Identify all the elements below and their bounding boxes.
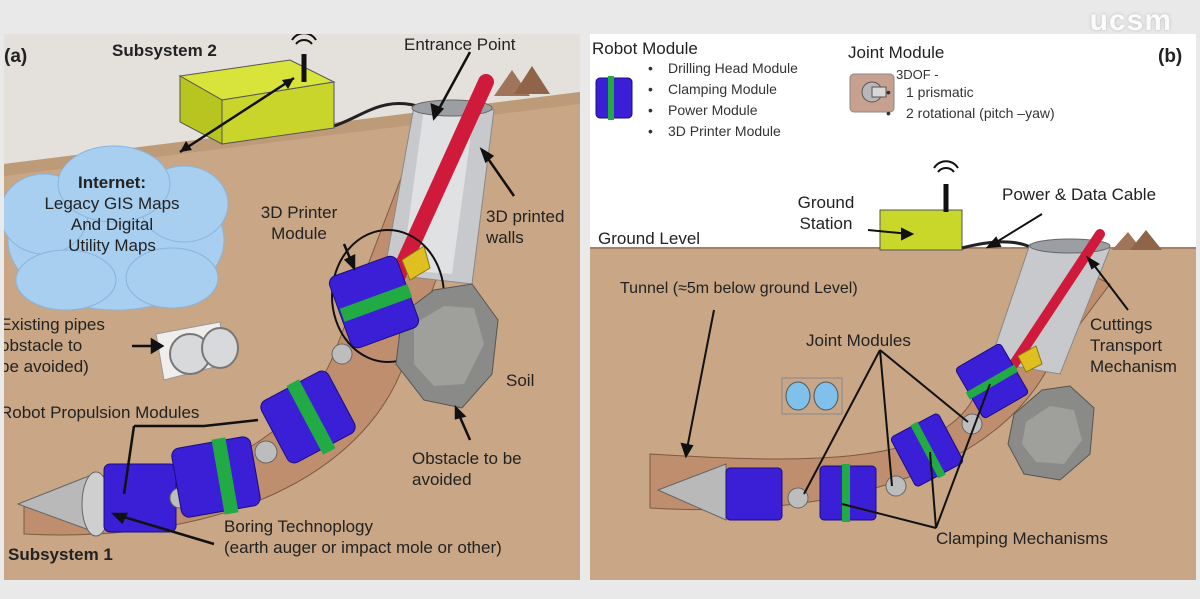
red-pipe-icon (388, 74, 494, 288)
subsystem2-label: Subsystem 2 (112, 41, 217, 60)
robot-module-item: Power Module (642, 100, 798, 121)
ground-station-icon (879, 209, 963, 251)
ground-level-label: Ground Level (598, 229, 701, 248)
robot-module-item: Drilling Head Module (642, 58, 798, 79)
printer-module-label: 3D Printer Module (244, 202, 354, 244)
watermark-logo: ucsm (1089, 4, 1172, 37)
existing-pipes-label: Existing pipes obstacle to be avoided) (4, 314, 105, 377)
subsystem1-label: Subsystem 1 (8, 545, 113, 564)
obstacle-line-2: avoided (412, 470, 472, 489)
robot-module-title: Robot Module (592, 39, 698, 58)
panel-a-illustration (4, 34, 580, 546)
subsystem2-box-icon (178, 59, 336, 145)
existing-pipes-icon (781, 377, 843, 415)
panel-a: (a) Subsystem 2 Entrance Point Internet:… (4, 34, 580, 580)
ground-station-line-1: Ground (797, 193, 855, 212)
cuttings-label: Cuttings Transport Mechanism (1090, 314, 1177, 377)
internet-line-2: And Digital (70, 215, 154, 234)
cuttings-line-1: Cuttings (1090, 315, 1153, 334)
soil-label: Soil (506, 371, 535, 390)
clamping-mechanisms-label: Clamping Mechanisms (936, 529, 1108, 548)
power-cable-label: Power & Data Cable (1002, 185, 1157, 204)
ground-station-label: Ground Station (786, 192, 866, 234)
existing-pipes-icon (155, 321, 239, 381)
existing-pipes-line-1: Existing pipes (4, 315, 105, 334)
cloud-icon (4, 145, 229, 311)
entrance-point-label: Entrance Point (404, 35, 516, 54)
rock-obstacle-icon (395, 283, 499, 409)
robot-module-list: Drilling Head Module Clamping Module Pow… (642, 58, 798, 142)
obstacle-label: Obstacle to be avoided (412, 448, 522, 490)
joint-module-list: 1 prismatic 2 rotational (pitch –yaw) (880, 82, 1055, 124)
panel-b-illustration (590, 73, 1196, 580)
boring-line-1: Boring Technoplogy (224, 517, 374, 536)
robot-module-legend-icon (595, 76, 633, 120)
robot-modules-icon (656, 343, 1029, 522)
robot-module-item: Clamping Module (642, 79, 798, 100)
panel-a-tag: (a) (4, 46, 28, 67)
internet-line-3: Utility Maps (68, 236, 156, 255)
printed-walls-line-1: 3D printed (486, 207, 565, 226)
joint-module-title: Joint Module (848, 43, 945, 62)
internet-label: Internet: Legacy GIS Maps And Digital Ut… (26, 172, 198, 256)
propulsion-modules-label: Robot Propulsion Modules (4, 403, 200, 422)
tunnel-label: Tunnel (≈5m below ground Level) (620, 280, 858, 297)
printer-module-line-2: Module (271, 224, 327, 243)
panel-b-tag: (b) (1158, 46, 1183, 67)
internet-heading: Internet: (78, 173, 146, 192)
cuttings-line-3: Mechanism (1090, 357, 1177, 376)
panel-b: (b) Robot Module Drilling Head Module Cl… (590, 34, 1196, 580)
annotation-arrows (110, 51, 516, 546)
joint-module-item: 2 rotational (pitch –yaw) (880, 103, 1055, 124)
internet-line-1: Legacy GIS Maps (44, 194, 180, 213)
existing-pipes-line-3: be avoided) (4, 357, 89, 376)
joint-module-item: 1 prismatic (880, 82, 1055, 103)
existing-pipes-line-2: obstacle to (4, 336, 83, 355)
robot-module-item: 3D Printer Module (642, 121, 798, 142)
cuttings-line-2: Transport (1090, 336, 1163, 355)
printed-walls-label: 3D printed walls (486, 206, 564, 248)
joint-modules-label: Joint Modules (806, 331, 911, 350)
red-pipe-icon (1009, 229, 1105, 369)
annotation-arrows (680, 213, 1129, 529)
printed-walls-line-2: walls (486, 228, 524, 247)
rock-obstacle-icon (1007, 385, 1095, 481)
ground-station-line-2: Station (799, 214, 853, 233)
obstacle-line-1: Obstacle to be (412, 449, 522, 468)
joint-dof-label: 3DOF - (896, 67, 939, 82)
boring-technology-label: Boring Technoplogy (earth auger or impac… (224, 516, 502, 558)
printer-module-line-1: 3D Printer (260, 203, 338, 222)
boring-line-2: (earth auger or impact mole or other) (224, 538, 502, 557)
